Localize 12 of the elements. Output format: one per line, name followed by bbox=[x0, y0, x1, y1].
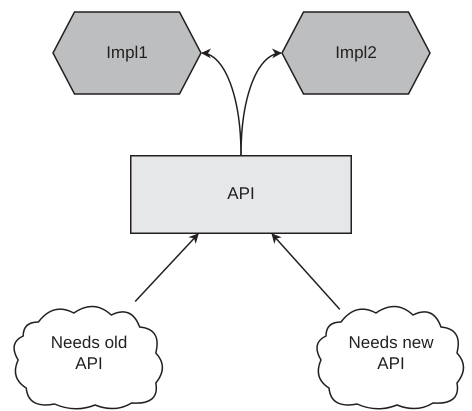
node-label: Impl2 bbox=[335, 42, 377, 64]
node-label: Needs new API bbox=[347, 333, 435, 374]
hexagon-node bbox=[52, 11, 202, 95]
hexagon-node bbox=[281, 11, 431, 95]
node-label: Needs old API bbox=[50, 333, 128, 374]
arrow bbox=[240, 50, 282, 156]
arrow bbox=[201, 50, 242, 156]
arrow bbox=[134, 233, 199, 302]
arrow bbox=[271, 233, 340, 310]
node-label: Impl1 bbox=[106, 42, 148, 64]
node-label: API bbox=[227, 184, 255, 205]
process-box bbox=[130, 155, 352, 234]
